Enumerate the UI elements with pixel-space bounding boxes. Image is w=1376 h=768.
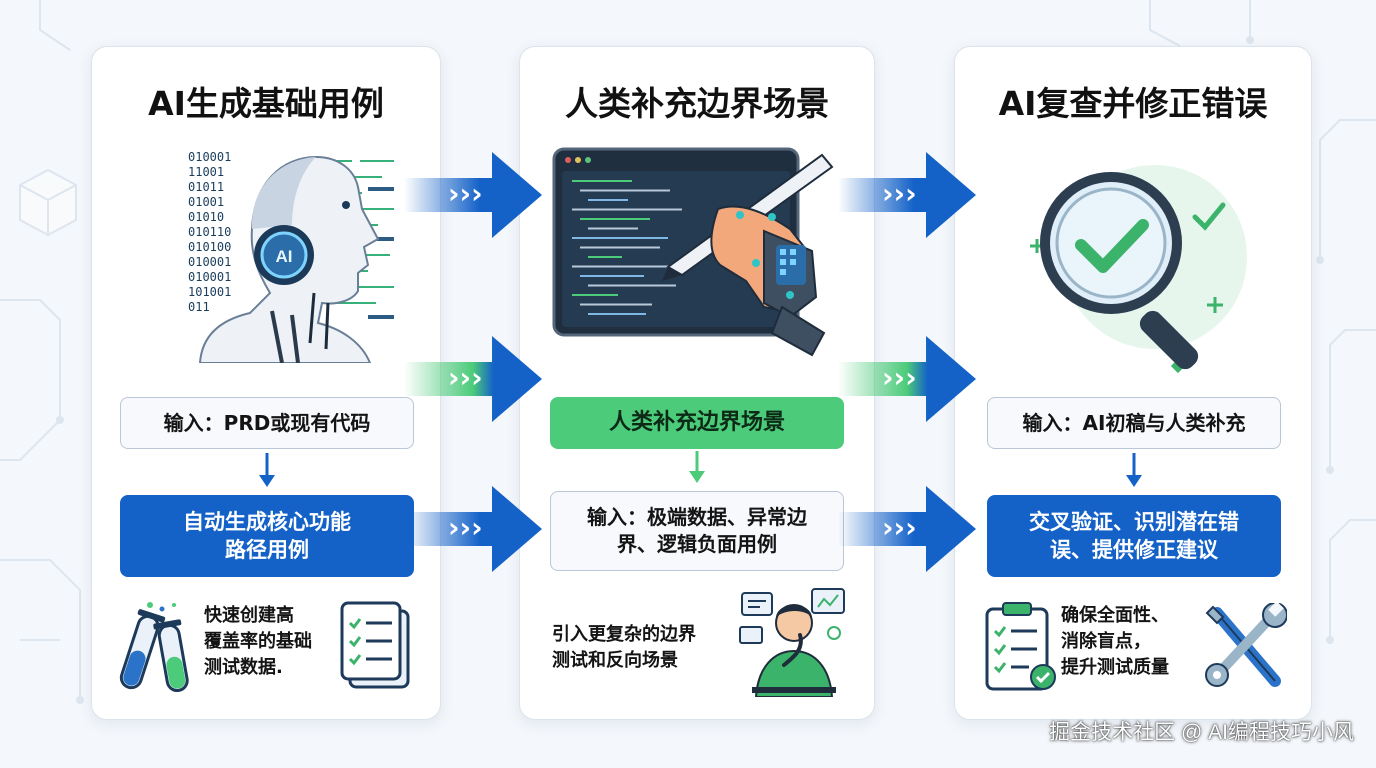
binary-line: 010001 [188, 270, 231, 284]
step-3-note: 确保全面性、 消除盲点， 提升测试质量 [1061, 605, 1169, 679]
flow-arrow-1-mid-chevrons: ››› [448, 361, 483, 394]
step-1-action-text: 自动生成核心功能 路径用例 [183, 509, 351, 562]
step-3-input-box: 输入：AI初稿与人类补充 [987, 397, 1281, 449]
document-checklist-icon [340, 601, 410, 689]
test-tubes-icon [119, 602, 189, 693]
binary-line: 01001 [188, 195, 224, 209]
step-panel-ai-review: AI复查并修正错误 输入：AI初稿与人类补充 交叉验证、识别潜在错 误、提供修正… [954, 46, 1312, 720]
step-2-note: 引入更复杂的边界 测试和反向场景 [552, 624, 696, 672]
code-screen-stylus-illustration [552, 147, 834, 357]
binary-line: 11001 [188, 165, 224, 179]
step-2-label-box: 人类补充边界场景 [550, 397, 844, 449]
step-3-down-arrow [1126, 453, 1142, 487]
step-2-down-arrow [689, 451, 705, 483]
binary-line: 011 [188, 300, 210, 314]
step-1-title: AI生成基础用例 [148, 84, 384, 123]
step-3-action-text: 交叉验证、识别潜在错 误、提供修正建议 [1029, 509, 1239, 562]
step-panel-human-supplement: 人类补充边界场景 人类补充边界场景 输入：极端数据、异常边 界、逻辑负面用例 引… [519, 46, 875, 720]
binary-line: 010001 [188, 255, 231, 269]
binary-line: 01011 [188, 180, 224, 194]
step-1-input-text: 输入：PRD或现有代码 [163, 410, 371, 435]
flow-arrow-2-top: ››› [838, 152, 978, 242]
flow-arrow-2-mid-chevrons: ››› [882, 361, 917, 394]
binary-line: 010100 [188, 240, 231, 254]
step-2-title: 人类补充边界场景 [565, 84, 829, 123]
watermark: 掘金技术社区 @ AI编程技巧小风 [1049, 721, 1354, 744]
wrench-screwdriver-icon [1205, 603, 1287, 687]
step-2-input-text: 输入：极端数据、异常边 界、逻辑负面用例 [587, 505, 807, 556]
binary-line: 101001 [188, 285, 231, 299]
flow-arrow-2-top-chevrons: ››› [882, 177, 917, 210]
flow-arrow-2-bottom: ››› [838, 486, 978, 576]
flow-arrow-2-mid: ››› [838, 336, 978, 426]
ai-robot-illustration: 0100011100101011010010101001011001010001… [188, 150, 394, 363]
step-2-input-box: 输入：极端数据、异常边 界、逻辑负面用例 [550, 491, 844, 571]
step-3-input-text: 输入：AI初稿与人类补充 [1022, 410, 1246, 435]
flow-arrow-1-mid: ››› [404, 336, 544, 426]
step-3-action-box: 交叉验证、识别潜在错 误、提供修正建议 [987, 495, 1281, 577]
step-1-input-box: 输入：PRD或现有代码 [120, 397, 414, 449]
clipboard-check-icon [985, 602, 1056, 691]
flow-arrow-1-bottom: ››› [404, 486, 544, 576]
flow-arrow-2-bottom-chevrons: ››› [882, 511, 917, 544]
step-3-title: AI复查并修正错误 [998, 84, 1268, 123]
step-1-note: 快速创建高 覆盖率的基础 测试数据. [204, 605, 312, 679]
robot-ai-badge: AI [276, 247, 293, 266]
magnifier-check-illustration [1030, 165, 1247, 374]
flow-arrow-1-top-chevrons: ››› [448, 177, 483, 210]
flow-arrow-1-bottom-chevrons: ››› [448, 511, 483, 544]
step-1-action-box: 自动生成核心功能 路径用例 [120, 495, 414, 577]
step-1-down-arrow [259, 453, 275, 487]
step-2-label-text: 人类补充边界场景 [608, 410, 785, 436]
binary-line: 010110 [188, 225, 231, 239]
thinking-person-icon [739, 588, 845, 697]
flow-arrow-1-top: ››› [404, 152, 544, 242]
binary-line: 010001 [188, 150, 231, 164]
binary-line: 01010 [188, 210, 224, 224]
